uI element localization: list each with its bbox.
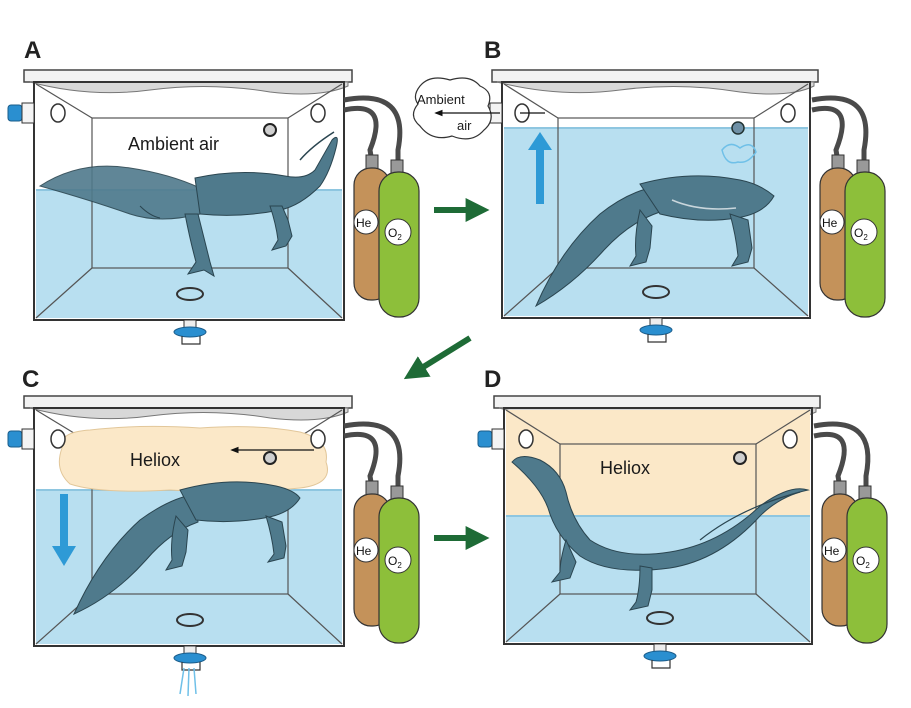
vent-hole-icon (780, 103, 796, 123)
gas-cylinder-icon (813, 421, 888, 644)
panel-label-d: D (484, 366, 501, 393)
alligator-icon (511, 456, 810, 611)
gas-label-heliox: Heliox (600, 458, 650, 478)
panel-label-a: A (24, 37, 41, 64)
tank-lid (493, 395, 821, 409)
exhaust-cloud (412, 77, 492, 140)
tank-edge (753, 83, 809, 119)
tank-lid (491, 69, 819, 83)
drain-valve-icon (173, 645, 207, 697)
drain-ring-icon (646, 611, 674, 625)
tank-edge (505, 409, 561, 445)
tank-edge (287, 267, 343, 319)
sensor-icon (263, 451, 277, 465)
ambient-air-label: Ambient (417, 92, 465, 107)
alligator-icon (38, 131, 338, 278)
helium-label: He (824, 544, 840, 558)
vent-hole-icon (782, 429, 798, 449)
heliox-cloud (58, 425, 328, 493)
tank-edge (755, 593, 811, 643)
panel-d: Heliox He O2 (477, 395, 888, 669)
lid-cover-fold (496, 81, 815, 95)
tank-edge (287, 593, 343, 645)
helium-label: He (356, 216, 372, 230)
tank-edge (35, 267, 93, 319)
drain-ring-icon (642, 285, 670, 299)
tank-edge (287, 83, 343, 119)
oxygen-label: O2 (388, 554, 402, 570)
tank-edge (503, 267, 559, 317)
tank-edge (755, 409, 811, 445)
panel-c: Heliox He O (7, 395, 420, 697)
gas-label-ambient-air: Ambient air (128, 134, 219, 154)
tank-lid (23, 69, 353, 83)
tank-lid (23, 395, 353, 409)
sensor-icon (263, 123, 277, 137)
gas-label-heliox: Heliox (130, 450, 180, 470)
tank-edge (503, 83, 559, 119)
drain-ring-icon (176, 613, 204, 627)
gas-cylinder-icon (811, 95, 886, 318)
panel-b: Ambient air (412, 69, 886, 343)
oxygen-label: O2 (856, 554, 870, 570)
panel-a: Ambient air He O2 (7, 69, 420, 345)
tank-edge (505, 593, 561, 643)
helium-label: He (822, 216, 838, 230)
lid-cover-fold (29, 81, 349, 95)
water-rising-arrow-icon (528, 132, 552, 204)
drain-valve-icon (639, 317, 673, 343)
tank-edge (35, 83, 93, 119)
inlet-port-icon (7, 102, 35, 124)
drain-valve-icon (173, 319, 207, 345)
splash-icon (721, 143, 757, 164)
vent-hole-icon (310, 429, 326, 449)
water-draining-arrow-icon (52, 494, 76, 566)
sensor-icon (733, 451, 747, 465)
drain-valve-icon (643, 643, 677, 669)
alligator-icon (73, 481, 301, 615)
ambient-air-label: air (457, 118, 472, 133)
oxygen-label: O2 (388, 226, 402, 242)
vent-hole-icon (310, 103, 326, 123)
panel-label-b: B (484, 37, 501, 64)
lid-cover-fold (29, 407, 349, 421)
vent-hole-icon (518, 429, 534, 449)
drain-ring-icon (176, 287, 204, 301)
inlet-port-icon (7, 428, 35, 450)
gas-cylinder-icon (343, 95, 420, 318)
sequence-arrow-icon (403, 335, 472, 380)
vent-hole-icon (50, 103, 66, 123)
vent-hole-icon (50, 429, 66, 449)
helium-label: He (356, 544, 372, 558)
inlet-port-icon (477, 428, 505, 450)
gas-cylinder-icon (343, 421, 420, 644)
panel-label-c: C (22, 366, 39, 393)
alligator-icon (534, 175, 775, 308)
tank-edge (753, 267, 809, 317)
bubble-icon (731, 121, 745, 135)
oxygen-label: O2 (854, 226, 868, 242)
